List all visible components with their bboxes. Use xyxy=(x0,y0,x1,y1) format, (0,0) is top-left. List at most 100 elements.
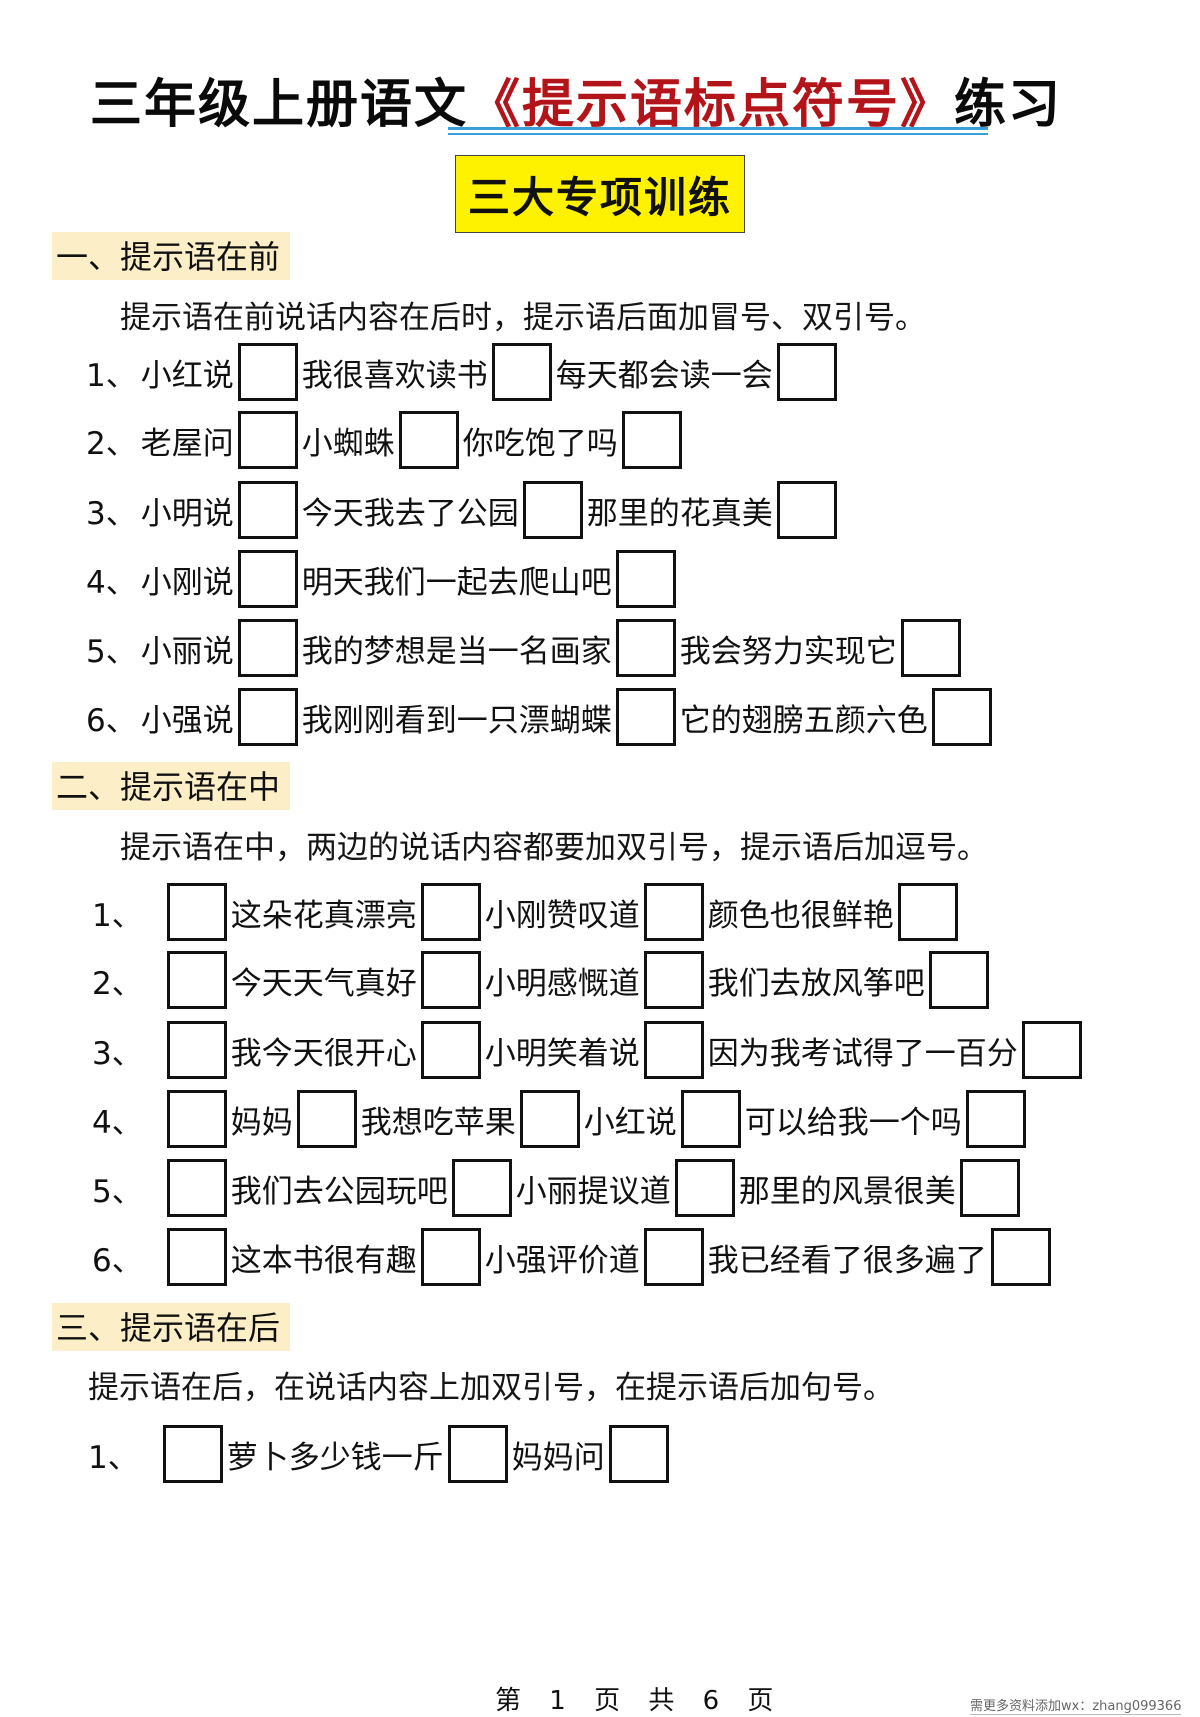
punctuation-answer-box[interactable] xyxy=(680,1090,741,1148)
punctuation-answer-box[interactable] xyxy=(959,1159,1020,1217)
punctuation-answer-box[interactable] xyxy=(643,1228,704,1286)
punctuation-answer-box[interactable] xyxy=(162,1425,223,1483)
punctuation-answer-box[interactable] xyxy=(643,1021,704,1079)
section-instruction-3: 提示语在后，在说话内容上加双引号，在提示语后加句号。 xyxy=(88,1370,894,1406)
punctuation-answer-box[interactable] xyxy=(237,619,298,677)
sentence-fragment: 你吃饱了吗 xyxy=(462,425,618,462)
punctuation-answer-box[interactable] xyxy=(965,1090,1026,1148)
subtitle-banner: 三大专项训练 xyxy=(455,155,745,233)
sentence-fragment: 我刚刚看到一只漂蝴蝶 xyxy=(301,702,612,739)
sentence-fragment: 今天天气真好 xyxy=(230,965,417,1002)
punctuation-answer-box[interactable] xyxy=(166,1021,227,1079)
punctuation-answer-box[interactable] xyxy=(608,1425,669,1483)
item-number: 5、 xyxy=(92,1173,143,1210)
punctuation-answer-box[interactable] xyxy=(674,1159,735,1217)
punctuation-answer-box[interactable] xyxy=(990,1228,1051,1286)
exercise-row: 4、小刚说 明天我们一起去爬山吧 xyxy=(86,547,680,611)
sentence-fragment: 小红说 xyxy=(583,1104,677,1141)
punctuation-answer-box[interactable] xyxy=(420,1021,481,1079)
sentence-fragment: 那里的风景很美 xyxy=(738,1173,956,1210)
sentence-fragment: 每天都会读一会 xyxy=(555,357,773,394)
sentence-fragment: 明天我们一起去爬山吧 xyxy=(301,564,612,601)
exercise-row: 5、我们去公园玩吧小丽提议道那里的风景很美 xyxy=(92,1156,1024,1220)
sentence-fragment: 小刚赞叹道 xyxy=(484,897,640,934)
item-number: 6、 xyxy=(86,702,137,739)
punctuation-answer-box[interactable] xyxy=(1021,1021,1082,1079)
item-number: 1、 xyxy=(92,897,143,934)
item-number: 4、 xyxy=(92,1104,143,1141)
punctuation-answer-box[interactable] xyxy=(420,1228,481,1286)
sentence-fragment: 小蜘蛛 xyxy=(301,425,395,462)
punctuation-answer-box[interactable] xyxy=(237,343,298,401)
punctuation-answer-box[interactable] xyxy=(398,411,459,469)
exercise-row: 6、小强说 我刚刚看到一只漂蝴蝶 它的翅膀五颜六色 xyxy=(86,685,996,749)
sentence-fragment: 它的翅膀五颜六色 xyxy=(679,702,928,739)
exercise-row: 2、今天天气真好小明感慨道我们去放风筝吧 xyxy=(92,948,993,1012)
title-prefix: 三年级上册语文 xyxy=(90,74,469,135)
punctuation-answer-box[interactable] xyxy=(522,481,583,539)
item-number: 5、 xyxy=(86,633,137,670)
punctuation-answer-box[interactable] xyxy=(643,883,704,941)
punctuation-answer-box[interactable] xyxy=(166,1228,227,1286)
punctuation-answer-box[interactable] xyxy=(519,1090,580,1148)
punctuation-answer-box[interactable] xyxy=(643,951,704,1009)
section-instruction-1: 提示语在前说话内容在后时，提示语后面加冒号、双引号。 xyxy=(120,300,926,336)
punctuation-answer-box[interactable] xyxy=(928,951,989,1009)
exercise-row: 5、小丽说我的梦想是当一名画家我会努力实现它 xyxy=(86,616,965,680)
punctuation-answer-box[interactable] xyxy=(166,1159,227,1217)
sentence-fragment: 小明笑着说 xyxy=(484,1035,640,1072)
punctuation-answer-box[interactable] xyxy=(931,688,992,746)
exercise-row: 1、小红说我很喜欢读书每天都会读一会 xyxy=(86,340,841,404)
exercise-row: 3、我今天很开心小明笑着说因为我考试得了一百分 xyxy=(92,1018,1086,1082)
punctuation-answer-box[interactable] xyxy=(451,1159,512,1217)
sentence-fragment: 这朵花真漂亮 xyxy=(230,897,417,934)
punctuation-answer-box[interactable] xyxy=(615,688,676,746)
item-number: 2、 xyxy=(86,425,137,462)
exercise-row: 3、小明说 今天我去了公园 那里的花真美 xyxy=(86,478,841,542)
punctuation-answer-box[interactable] xyxy=(615,550,676,608)
title-highlight: 《提示语标点符号》 xyxy=(468,74,955,135)
punctuation-answer-box[interactable] xyxy=(166,883,227,941)
sentence-fragment: 今天我去了公园 xyxy=(301,495,519,532)
punctuation-answer-box[interactable] xyxy=(776,343,837,401)
item-number: 3、 xyxy=(92,1035,143,1072)
sentence-fragment: 小强说 xyxy=(140,702,234,739)
sentence-fragment: 小刚说 xyxy=(140,564,234,601)
punctuation-answer-box[interactable] xyxy=(237,411,298,469)
punctuation-answer-box[interactable] xyxy=(237,550,298,608)
section-heading-1: 一、提示语在前 xyxy=(52,232,291,280)
sentence-fragment: 可以给我一个吗 xyxy=(744,1104,962,1141)
section-instruction-2: 提示语在中，两边的说话内容都要加双引号，提示语后加逗号。 xyxy=(120,830,988,866)
sentence-fragment: 妈妈 xyxy=(230,1104,293,1141)
sentence-fragment: 我们去公园玩吧 xyxy=(230,1173,448,1210)
sentence-fragment: 颜色也很鲜艳 xyxy=(707,897,894,934)
sentence-fragment: 小明感慨道 xyxy=(484,965,640,1002)
punctuation-answer-box[interactable] xyxy=(776,481,837,539)
punctuation-answer-box[interactable] xyxy=(237,688,298,746)
punctuation-answer-box[interactable] xyxy=(166,1090,227,1148)
item-number: 3、 xyxy=(86,495,137,532)
sentence-fragment: 这本书很有趣 xyxy=(230,1242,417,1279)
sentence-fragment: 那里的花真美 xyxy=(586,495,773,532)
sentence-fragment: 小红说 xyxy=(140,357,234,394)
punctuation-answer-box[interactable] xyxy=(615,619,676,677)
title-underline-2 xyxy=(448,133,988,135)
punctuation-answer-box[interactable] xyxy=(900,619,961,677)
punctuation-answer-box[interactable] xyxy=(447,1425,508,1483)
item-number: 1、 xyxy=(86,357,137,394)
punctuation-answer-box[interactable] xyxy=(621,411,682,469)
section-heading-2: 二、提示语在中 xyxy=(52,762,291,810)
punctuation-answer-box[interactable] xyxy=(166,951,227,1009)
punctuation-answer-box[interactable] xyxy=(296,1090,357,1148)
sentence-fragment: 我会努力实现它 xyxy=(679,633,897,670)
item-number: 4、 xyxy=(86,564,137,601)
title-suffix: 练习 xyxy=(954,74,1063,135)
sentence-fragment: 小明说 xyxy=(140,495,234,532)
punctuation-answer-box[interactable] xyxy=(420,951,481,1009)
item-number: 1、 xyxy=(88,1439,139,1476)
punctuation-answer-box[interactable] xyxy=(420,883,481,941)
punctuation-answer-box[interactable] xyxy=(237,481,298,539)
item-number: 6、 xyxy=(92,1242,143,1279)
punctuation-answer-box[interactable] xyxy=(491,343,552,401)
punctuation-answer-box[interactable] xyxy=(897,883,958,941)
